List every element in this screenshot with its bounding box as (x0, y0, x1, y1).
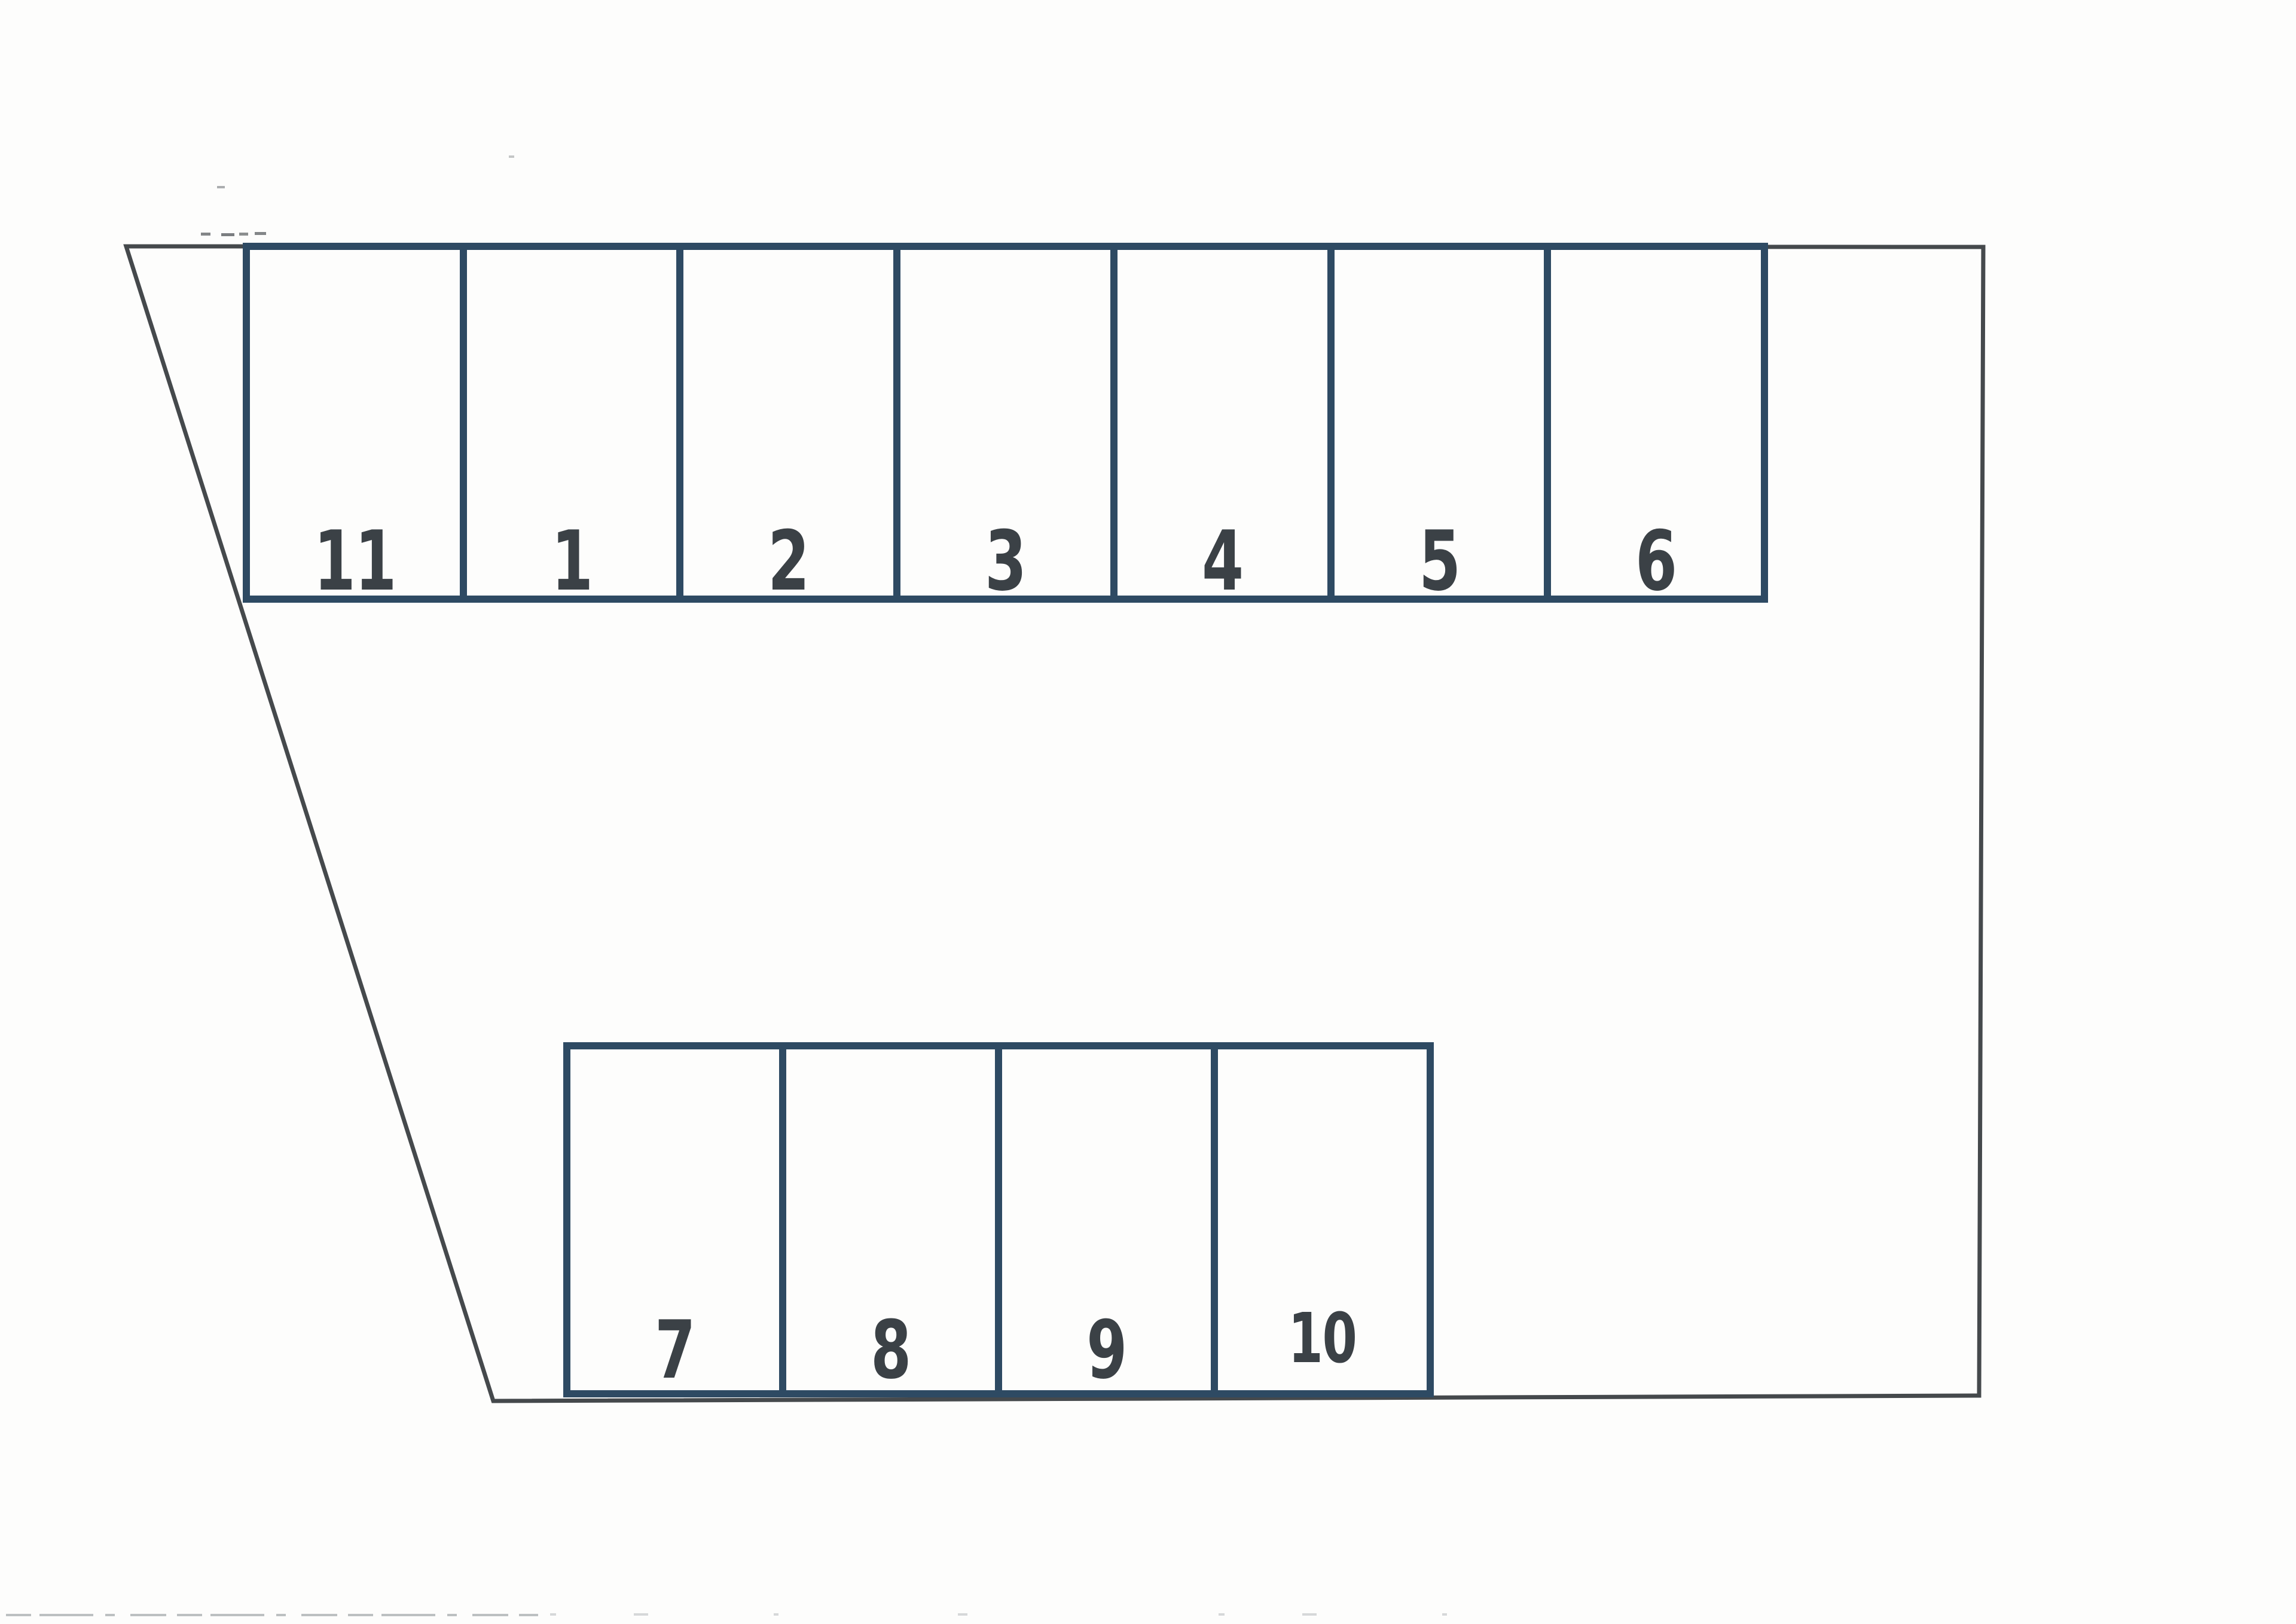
scan-edge-artifact (6, 1613, 1465, 1616)
parking-space-3: 3 (893, 250, 1110, 603)
parking-space-2: 2 (676, 250, 893, 603)
pencil-mark-artifact (221, 233, 234, 236)
space-number: 2 (768, 513, 810, 609)
space-number: 10 (1288, 1299, 1357, 1379)
parking-space-11: 11 (250, 250, 460, 603)
parking-space-7: 7 (570, 1049, 779, 1390)
space-number: 9 (1086, 1304, 1127, 1397)
parking-space-6: 6 (1544, 250, 1761, 603)
pencil-mark-artifact (255, 232, 266, 235)
parking-space-1: 1 (459, 250, 677, 603)
space-number: 11 (313, 513, 397, 609)
space-number: 8 (871, 1304, 911, 1397)
pencil-mark-artifact (239, 233, 248, 236)
parking-space-9: 9 (995, 1049, 1211, 1390)
space-number: 1 (551, 513, 593, 609)
parking-row-bottom: 7 8 9 10 (563, 1042, 1434, 1397)
space-number: 3 (985, 513, 1027, 609)
parking-space-4: 4 (1110, 250, 1327, 603)
space-number: 5 (1418, 513, 1461, 609)
parking-space-10: 10 (1211, 1049, 1427, 1390)
parking-space-8: 8 (779, 1049, 995, 1390)
parking-space-5: 5 (1327, 250, 1544, 603)
pencil-mark-artifact (217, 186, 225, 188)
space-number: 6 (1635, 513, 1677, 609)
space-number: 7 (655, 1304, 695, 1397)
space-number: 4 (1201, 513, 1244, 609)
pencil-mark-artifact (201, 233, 210, 236)
parking-row-top: 11 1 2 3 4 5 6 (243, 243, 1768, 603)
scan-speck-artifact (509, 155, 514, 158)
